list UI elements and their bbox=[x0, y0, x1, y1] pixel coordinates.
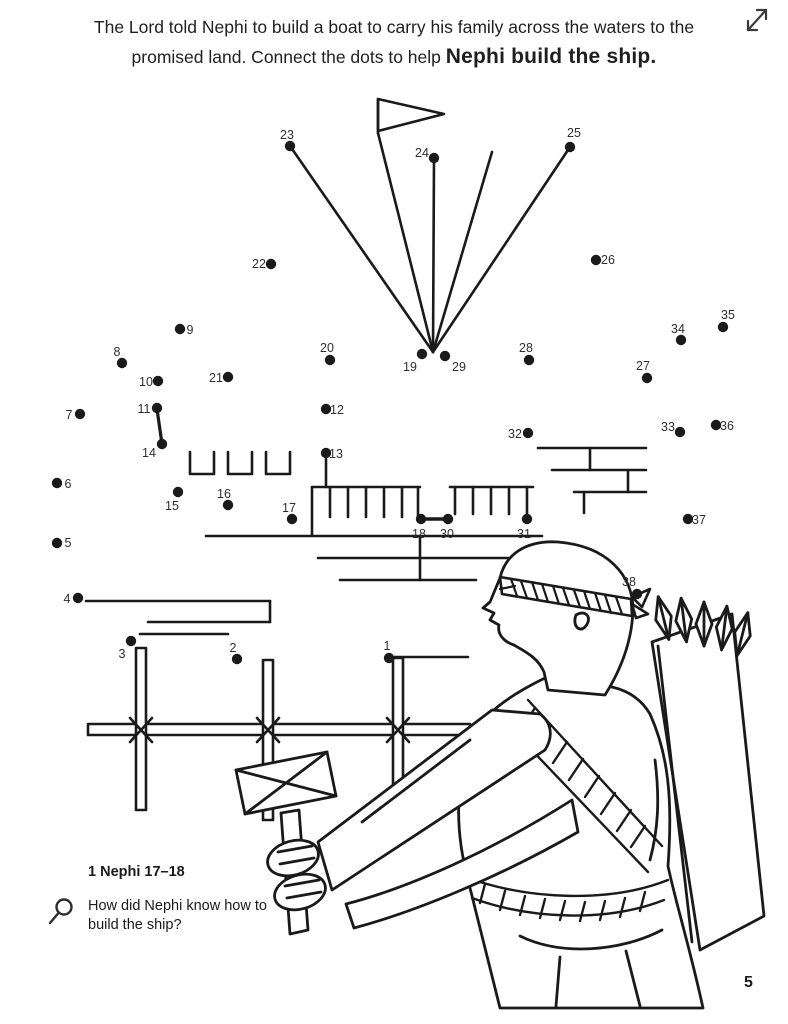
dot-37 bbox=[682, 513, 694, 525]
dot-30 bbox=[442, 513, 454, 525]
dot-label-10: 10 bbox=[139, 375, 153, 389]
dot-6 bbox=[51, 477, 63, 489]
dot-label-24: 24 bbox=[415, 146, 429, 160]
dot-label-21: 21 bbox=[209, 371, 223, 385]
dot-label-8: 8 bbox=[114, 345, 121, 359]
ship-artwork bbox=[84, 97, 648, 822]
instructions-line2: promised land. Connect the dots to help bbox=[131, 47, 446, 68]
dot-13 bbox=[320, 447, 332, 459]
eyebrow bbox=[498, 584, 517, 591]
dot-21 bbox=[222, 371, 234, 383]
dot-label-20: 20 bbox=[320, 341, 334, 355]
dot-label-7: 7 bbox=[66, 408, 73, 422]
dot-36 bbox=[710, 419, 722, 431]
dot-label-13: 13 bbox=[329, 447, 343, 461]
forearm bbox=[344, 798, 580, 930]
arm bbox=[316, 708, 552, 892]
dot-33 bbox=[674, 426, 686, 438]
dot-8 bbox=[116, 357, 128, 369]
dot-label-37: 37 bbox=[692, 513, 706, 527]
dot-22 bbox=[265, 258, 277, 270]
hands bbox=[266, 838, 327, 912]
dot-label-2: 2 bbox=[230, 641, 237, 655]
dot-4 bbox=[72, 592, 84, 604]
dot-label-31: 31 bbox=[517, 527, 531, 541]
dot-38 bbox=[631, 588, 643, 600]
dot-label-18: 18 bbox=[412, 527, 426, 541]
dot-14 bbox=[156, 438, 168, 450]
dot-label-27: 27 bbox=[636, 359, 650, 373]
dot-label-11: 11 bbox=[138, 402, 151, 416]
dot-17 bbox=[286, 513, 298, 525]
dot-24 bbox=[428, 152, 440, 164]
dot-7 bbox=[74, 408, 86, 420]
dot-32 bbox=[522, 427, 534, 439]
dot-10 bbox=[152, 375, 164, 387]
dot-25 bbox=[564, 141, 576, 153]
headband bbox=[498, 575, 652, 620]
dot-34 bbox=[675, 334, 687, 346]
dot-29 bbox=[439, 350, 451, 362]
dot-label-26: 26 bbox=[601, 253, 615, 267]
dot-2 bbox=[231, 653, 243, 665]
ear bbox=[573, 611, 590, 631]
dot-11 bbox=[151, 402, 163, 414]
dot-label-25: 25 bbox=[567, 126, 581, 140]
dot-label-17: 17 bbox=[282, 501, 296, 515]
dot-20 bbox=[324, 354, 336, 366]
dot-23 bbox=[284, 140, 296, 152]
dot-label-6: 6 bbox=[65, 477, 72, 491]
dot-label-30: 30 bbox=[440, 527, 454, 541]
belt bbox=[466, 876, 670, 923]
dot-19 bbox=[416, 348, 428, 360]
dot-27 bbox=[641, 372, 653, 384]
dot-label-38: 38 bbox=[622, 575, 636, 589]
footer-question: How did Nephi know how to build the ship… bbox=[88, 898, 267, 933]
dot-16 bbox=[222, 499, 234, 511]
flag-icon bbox=[376, 97, 446, 135]
dot-label-23: 23 bbox=[280, 128, 294, 142]
magnifying-glass-icon bbox=[48, 898, 73, 925]
dot-label-16: 16 bbox=[217, 487, 231, 501]
dot-label-35: 35 bbox=[721, 308, 735, 322]
dot-label-28: 28 bbox=[519, 341, 533, 355]
dot-28 bbox=[523, 354, 535, 366]
dot-label-4: 4 bbox=[64, 592, 71, 606]
arrows bbox=[654, 595, 752, 657]
dot-18 bbox=[415, 513, 427, 525]
dot-label-34: 34 bbox=[671, 322, 685, 336]
head bbox=[481, 540, 635, 697]
dot-15 bbox=[172, 486, 184, 498]
dot-26 bbox=[590, 254, 602, 266]
dot-1 bbox=[383, 652, 395, 664]
scripture-reference: 1 Nephi 17–18 bbox=[88, 864, 185, 880]
dot-31 bbox=[521, 513, 533, 525]
dot-label-22: 22 bbox=[252, 257, 266, 271]
dot-label-33: 33 bbox=[661, 420, 675, 434]
dot-label-19: 19 bbox=[403, 360, 417, 374]
instructions-line1: The Lord told Nephi to build a boat to c… bbox=[93, 17, 695, 37]
nephi-figure bbox=[234, 540, 766, 1010]
dot-label-14: 14 bbox=[142, 446, 156, 460]
dot-35 bbox=[717, 321, 729, 333]
dot-label-5: 5 bbox=[65, 536, 72, 550]
dot-label-3: 3 bbox=[119, 647, 126, 661]
dot-label-12: 12 bbox=[330, 403, 344, 417]
dot-3 bbox=[125, 635, 137, 647]
dot-label-32: 32 bbox=[508, 427, 522, 441]
dot-9 bbox=[174, 323, 186, 335]
instructions-bold: Nephi build the ship. bbox=[445, 45, 657, 69]
page-number: 5 bbox=[744, 974, 753, 991]
dot-label-29: 29 bbox=[452, 360, 466, 374]
dot-12 bbox=[320, 403, 332, 415]
dot-label-15: 15 bbox=[165, 499, 179, 513]
dot-label-9: 9 bbox=[187, 323, 194, 337]
dot-label-36: 36 bbox=[720, 419, 734, 433]
dot-5 bbox=[51, 537, 63, 549]
instructions: The Lord told Nephi to build a boat to c… bbox=[30, 14, 758, 74]
dot-label-1: 1 bbox=[384, 639, 391, 653]
expand-arrows-icon[interactable] bbox=[738, 2, 772, 38]
